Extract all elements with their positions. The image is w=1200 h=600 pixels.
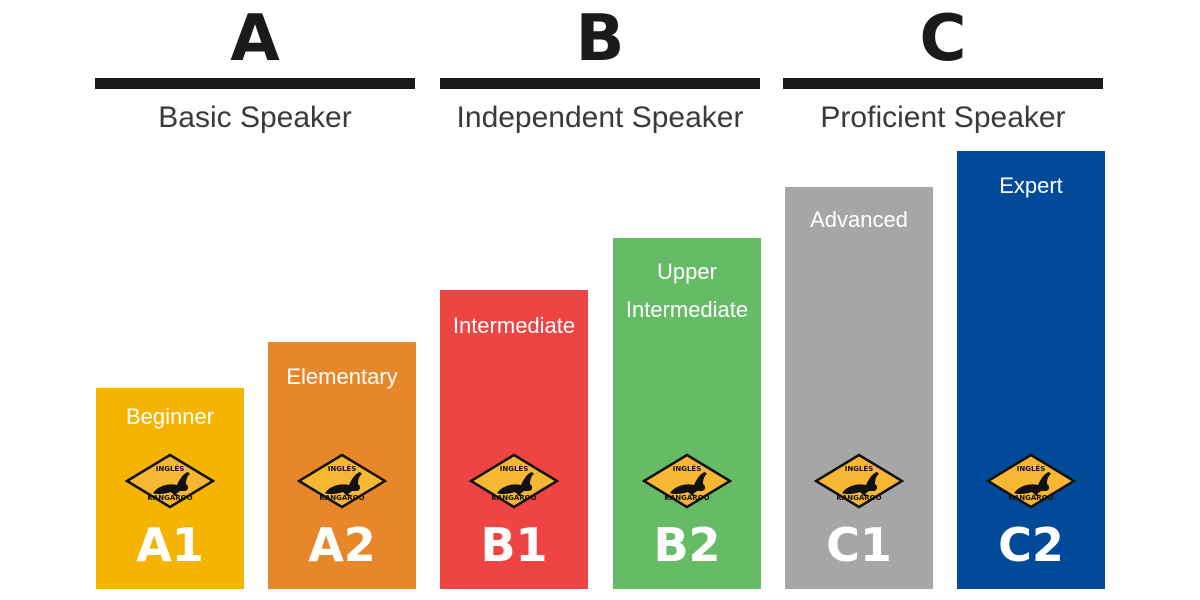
level-name-b2-line2: Intermediate — [625, 297, 749, 322]
group-c-label: Proficient Speaker — [820, 101, 1066, 134]
group-b-letter: B — [575, 2, 625, 76]
logo-top-text: INGLÉS — [673, 464, 702, 473]
kangaroo-logo-icon: INGLÉS KANGAROO — [296, 453, 388, 509]
logo-top-text: INGLÉS — [845, 464, 874, 473]
level-name-b1: Intermediate — [452, 313, 576, 338]
level-name-a2: Elementary — [286, 364, 398, 389]
level-name-c1: Advanced — [810, 207, 908, 232]
logo-bottom-text: KANGAROO — [836, 494, 881, 502]
group-c-letter: C — [919, 2, 967, 76]
level-bar-b1: Intermediate INGLÉS KANGAROO B1 — [440, 290, 588, 589]
level-code-c1: C1 — [826, 518, 892, 572]
group-b-label: Independent Speaker — [456, 101, 744, 134]
level-name-b2-line1: Upper — [657, 259, 717, 284]
kangaroo-logo-icon: INGLÉS KANGAROO — [985, 453, 1077, 509]
level-code-b2: B2 — [653, 518, 721, 572]
kangaroo-logo-icon: INGLÉS KANGAROO — [124, 453, 216, 509]
level-code-c2: C2 — [998, 518, 1064, 572]
level-code-a1: A1 — [136, 518, 204, 572]
group-a-label: Basic Speaker — [158, 101, 352, 134]
logo-bottom-text: KANGAROO — [147, 494, 192, 502]
logo-top-text: INGLÉS — [500, 464, 529, 473]
level-code-a2: A2 — [308, 518, 376, 572]
group-a-rule — [95, 78, 415, 89]
level-bar-a2: Elementary INGLÉS KANGAROO A2 — [268, 342, 416, 589]
level-name-c2: Expert — [999, 173, 1063, 198]
level-code-b1: B1 — [480, 518, 548, 572]
level-bar-b2: Upper Intermediate INGLÉS KANGAROO B2 — [613, 238, 761, 589]
logo-bottom-text: KANGAROO — [664, 494, 709, 502]
group-a-letter: A — [230, 2, 280, 76]
logo-bottom-text: KANGAROO — [491, 494, 536, 502]
logo-top-text: INGLÉS — [156, 464, 185, 473]
kangaroo-logo-icon: INGLÉS KANGAROO — [813, 453, 905, 509]
level-bar-a1: Beginner INGLÉS KANGAROO A1 — [96, 388, 244, 589]
kangaroo-logo-icon: INGLÉS KANGAROO — [468, 453, 560, 509]
group-c-rule — [783, 78, 1103, 89]
logo-top-text: INGLÉS — [1017, 464, 1046, 473]
kangaroo-logo-icon: INGLÉS KANGAROO — [641, 453, 733, 509]
level-bar-c1: Advanced INGLÉS KANGAROO C1 — [785, 187, 933, 589]
logo-bottom-text: KANGAROO — [1008, 494, 1053, 502]
logo-bottom-text: KANGAROO — [319, 494, 364, 502]
level-bar-c2: Expert INGLÉS KANGAROO C2 — [957, 151, 1105, 589]
level-name-a1: Beginner — [125, 404, 215, 429]
logo-top-text: INGLÉS — [328, 464, 357, 473]
group-b-rule — [440, 78, 760, 89]
